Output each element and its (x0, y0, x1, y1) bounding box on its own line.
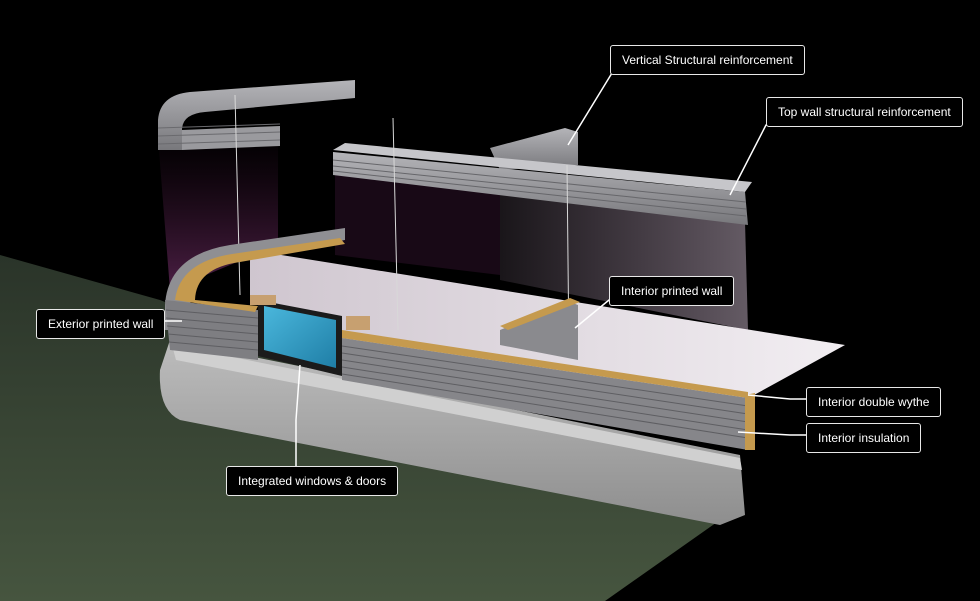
callout-top-wall-reinforcement: Top wall structural reinforcement (766, 97, 963, 127)
back-wall-center-glow (335, 172, 500, 275)
callout-interior-double-wythe: Interior double wythe (806, 387, 942, 417)
interior-printed-wall (500, 298, 580, 360)
callout-exterior-printed-wall: Exterior printed wall (36, 309, 166, 339)
exterior-printed-wall (165, 228, 749, 450)
callout-integrated-windows-doors: Integrated windows & doors (226, 466, 399, 496)
callout-interior-insulation: Interior insulation (806, 423, 922, 453)
foundation (159, 340, 746, 525)
insulation-strip (175, 238, 755, 450)
top-reinforcement-beam (332, 143, 752, 225)
back-l-beam (157, 80, 355, 150)
callout-interior-printed-wall: Interior printed wall (609, 276, 735, 306)
integrated-window (250, 295, 370, 376)
callout-vertical-reinforcement: Vertical Structural reinforcement (610, 45, 805, 75)
